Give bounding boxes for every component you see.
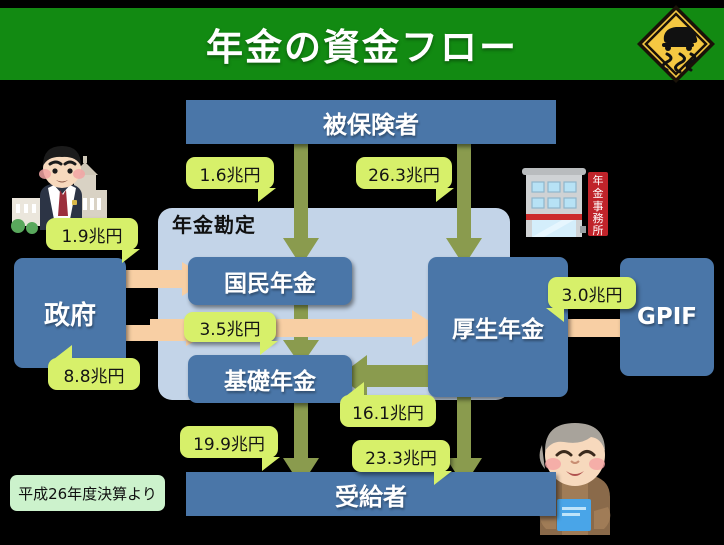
node-beneficiaries[interactable]: 受給者 [186,472,556,516]
node-gpif[interactable]: GPIF [620,258,714,376]
node-national-pension[interactable]: 国民年金 [188,257,352,305]
svg-text:所: 所 [593,224,604,237]
elderly-person-icon [524,415,626,537]
arrow-basic-to-beneficiaries [283,396,319,486]
node-insured[interactable]: 被保険者 [186,100,556,144]
footnote-fiscal-year: 平成26年度決算より [10,475,165,511]
arrow-insured-to-national-pension [283,140,319,266]
arrow-insured-to-employees-pension [446,140,482,266]
node-basic-pension[interactable]: 基礎年金 [188,355,352,403]
svg-text:事: 事 [593,200,604,213]
flow-label-gpif-to-employees: 3.0兆円 [546,277,636,322]
flow-label-employees-to-beneficiaries: 23.3兆円 [352,440,452,485]
page-title: 年金の資金フロー [206,26,518,69]
slippery-road-sign-icon [634,2,718,86]
pension-office-building-icon: 年 金 事 務 所 [518,160,620,244]
svg-text:金: 金 [593,186,604,200]
svg-text:年: 年 [593,173,604,187]
pension-office-sign-icon: 年 金 事 務 所 [588,172,608,237]
flow-label-government-to-basic: 8.8兆円 [48,345,140,390]
flow-label-insured-to-national: 1.6兆円 [186,157,276,202]
flow-label-employees-to-basic: 16.1兆円 [340,382,436,427]
flow-label-national-to-employees: 3.5兆円 [184,312,278,355]
pension-account-label: 年金勘定 [172,213,256,237]
flow-label-basic-to-beneficiaries: 19.9兆円 [180,426,280,471]
header-band [0,8,724,80]
arrow-employees-to-beneficiaries [446,372,482,486]
flow-label-insured-to-employees: 26.3兆円 [356,157,454,202]
node-employees-pension[interactable]: 厚生年金 [428,257,568,397]
flow-label-government-to-national: 1.9兆円 [46,218,140,263]
svg-text:務: 務 [593,211,604,225]
